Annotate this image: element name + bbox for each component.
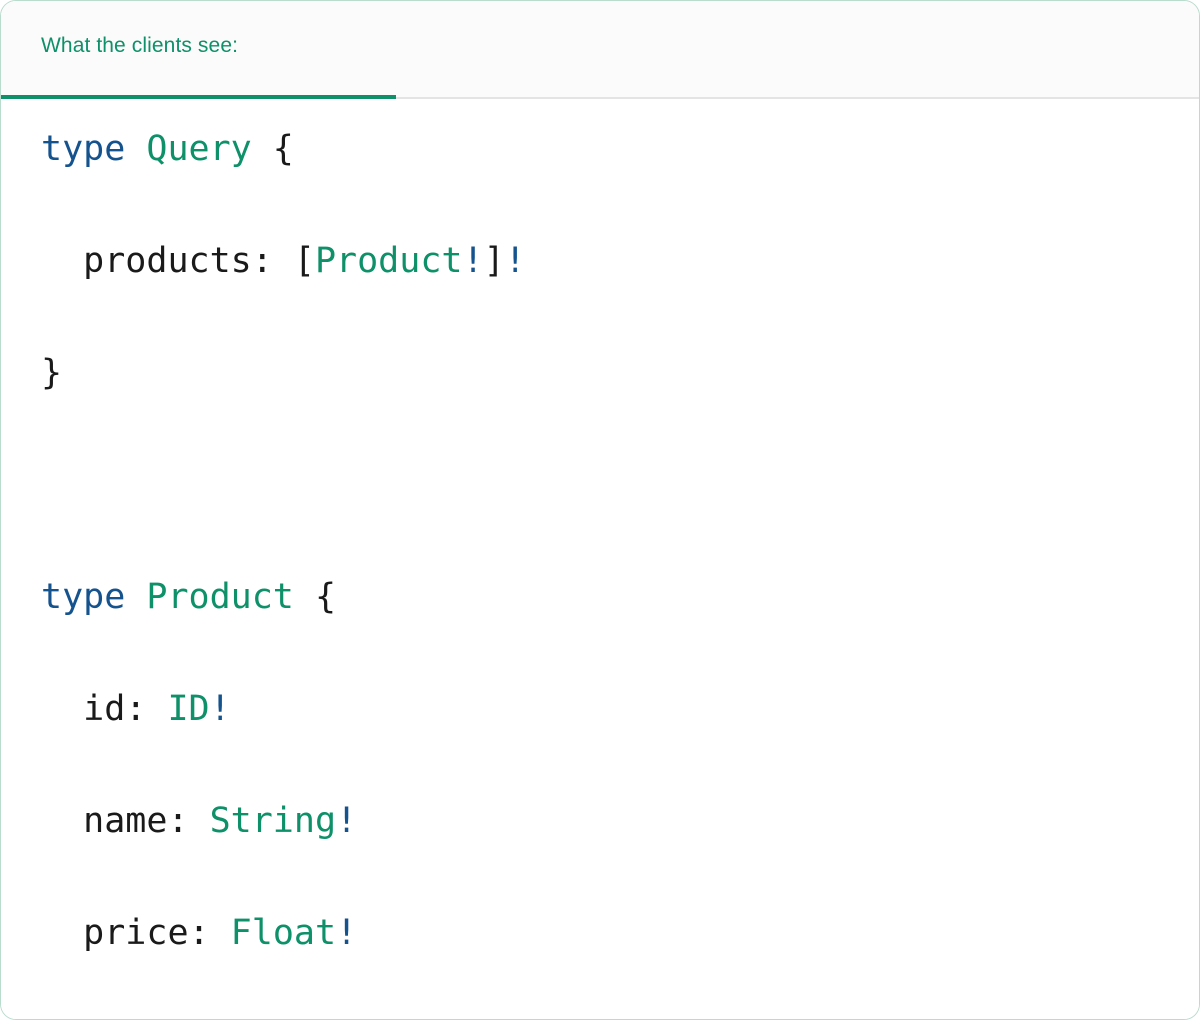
code-token-bang: !: [504, 241, 526, 281]
tab-label: What the clients see:: [41, 34, 239, 57]
graphql-schema-code: type Query { products: [Product!]! } typ…: [41, 121, 1159, 1019]
code-token-punct: {: [293, 577, 337, 617]
code-token-type: Product: [146, 577, 294, 617]
code-line: type Query {: [41, 121, 1159, 177]
code-token-punct: [210, 913, 231, 953]
code-token-kw: type: [41, 577, 126, 617]
code-token-bang: !: [336, 801, 358, 841]
code-token-type: Query: [146, 129, 252, 169]
tab-strip: What the clients see:: [1, 1, 1199, 99]
code-line: id: ID!: [41, 681, 1159, 737]
code-line: products: [Product!]!: [41, 233, 1159, 289]
code-token-punct: ]: [483, 241, 505, 281]
code-line: price: Float!: [41, 905, 1159, 961]
code-token-punct: [: [272, 241, 315, 281]
code-token-type: String: [209, 801, 337, 841]
code-token-field: name:: [83, 801, 189, 841]
code-token-kw: type: [41, 129, 126, 169]
code-token-field: products:: [83, 241, 273, 281]
code-token-punct: [189, 801, 210, 841]
code-token-punct: }: [41, 353, 63, 393]
code-line: [41, 457, 1159, 513]
tab-active-underline: [1, 95, 396, 99]
code-token-punct: [125, 577, 146, 617]
code-token-bang: !: [462, 241, 484, 281]
code-token-punct: [146, 689, 167, 729]
code-token-field: id:: [83, 689, 147, 729]
code-panel: type Query { products: [Product!]! } typ…: [1, 99, 1199, 1019]
code-line: type Product {: [41, 569, 1159, 625]
code-token-type: Product: [314, 241, 463, 281]
code-token-field: price:: [83, 913, 210, 953]
code-token-type: ID: [167, 689, 210, 729]
code-token-punct: [125, 129, 146, 169]
code-token-punct: {: [251, 129, 294, 169]
code-token-type: Float: [230, 913, 337, 953]
code-line: }: [41, 345, 1159, 401]
tab-what-the-clients-see[interactable]: What the clients see:: [1, 1, 396, 99]
code-token-bang: !: [336, 913, 358, 953]
code-token-bang: !: [209, 689, 231, 729]
code-line: name: String!: [41, 793, 1159, 849]
